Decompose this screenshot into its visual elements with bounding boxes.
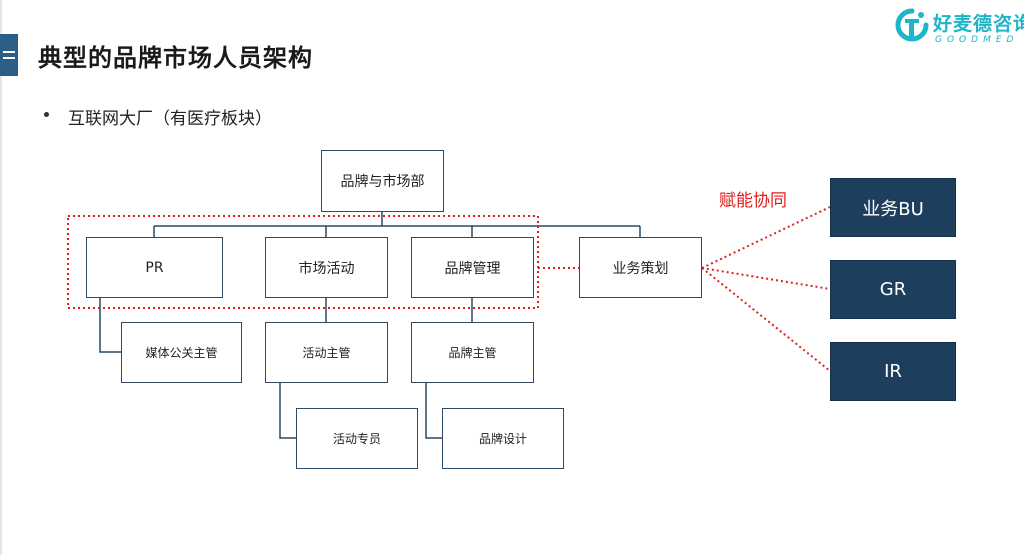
dotted-link-to-bu xyxy=(701,206,831,269)
org-box-brand-lead: 品牌主管 xyxy=(411,322,534,383)
org-box-events-specialist: 活动专员 xyxy=(296,408,418,469)
dotted-link-to-ir xyxy=(701,267,831,372)
connector-brandlead-to-design xyxy=(425,383,442,439)
target-box-gr: GR xyxy=(830,260,956,319)
title-accent-bar xyxy=(0,34,18,76)
page-left-edge xyxy=(0,0,2,555)
connector-lead-to-specialist xyxy=(279,383,296,439)
org-box-brand-mgmt: 品牌管理 xyxy=(411,237,534,298)
page-title: 典型的品牌市场人员架构 xyxy=(38,44,313,72)
target-box-bu: 业务BU xyxy=(830,178,956,237)
goodmed-logo: 好麦德咨询 GOODMED xyxy=(895,7,1024,47)
org-box-events-lead: 活动主管 xyxy=(265,322,388,383)
org-box-media-pr-lead: 媒体公关主管 xyxy=(121,322,242,383)
org-box-biz-planning: 业务策划 xyxy=(579,237,702,298)
logo-mark-icon xyxy=(895,8,929,42)
org-box-pr: PR xyxy=(86,237,223,298)
connector-pr-to-media xyxy=(99,298,121,353)
dotted-link-to-gr xyxy=(701,267,831,290)
bullet-dot-icon xyxy=(44,112,49,117)
enable-collab-label: 赋能协同 xyxy=(719,191,787,211)
target-box-ir: IR xyxy=(830,342,956,401)
logo-subtitle: GOODMED xyxy=(935,35,1019,45)
logo-name: 好麦德咨询 xyxy=(933,13,1024,35)
org-box-market-events: 市场活动 xyxy=(265,237,388,298)
org-box-root: 品牌与市场部 xyxy=(321,150,444,212)
org-box-brand-design: 品牌设计 xyxy=(442,408,564,469)
dotted-group-outline xyxy=(67,215,539,309)
bullet-text: 互联网大厂（有医疗板块） xyxy=(68,109,272,129)
